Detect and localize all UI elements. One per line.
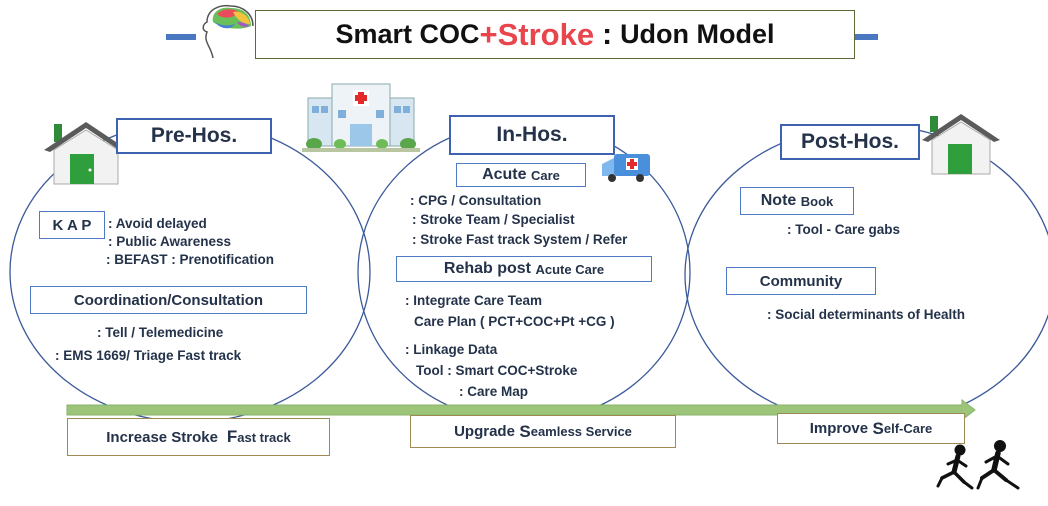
acute-care-label: Acute Care (456, 163, 586, 187)
bottom-in-small: eamless Service (530, 424, 632, 439)
acute-item-1: : CPG / Consultation (410, 193, 542, 208)
bottom-pre-big2: F (226, 427, 238, 446)
title-dash-left (166, 34, 196, 40)
bottom-post-big2: S (872, 418, 884, 438)
runners-icon (936, 440, 1020, 490)
kap-item-3: : BEFAST : Prenotification (106, 252, 275, 267)
rehab-item-2: Care Plan ( PCT+COC+Pt +CG ) (414, 314, 615, 329)
coordination-item-1: : Tell / Telemedicine (97, 325, 224, 340)
bottom-in-big2: S (519, 421, 531, 441)
bottom-post-small: elf-Care (883, 421, 933, 436)
timeline-arrow (66, 398, 976, 422)
phase-in-hos: In-Hos. (449, 115, 615, 155)
brain-head-icon (202, 4, 254, 59)
hospital-icon (302, 83, 420, 152)
acute-item-3: : Stroke Fast track System / Refer (412, 232, 628, 247)
bottom-post-big1: Improve (809, 420, 869, 437)
title-part3: Udon Model (620, 19, 775, 49)
community-label: Community (726, 267, 876, 295)
rehab-item-1: : Integrate Care Team (405, 293, 543, 308)
house-icon (922, 114, 1000, 175)
notebook-small: Book (800, 193, 834, 209)
community-item-1: : Social determinants of Health (767, 307, 966, 322)
acute-care-big: Acute (482, 166, 527, 183)
kap-label: K A P (39, 211, 105, 239)
coordination-label: Coordination/Consultation (30, 286, 307, 314)
bottom-in-big1: Upgrade (454, 423, 515, 440)
notebook-big: Note (760, 192, 797, 209)
phase-pre-hos: Pre-Hos. (116, 118, 272, 154)
rehab-item-4: Tool : Smart COC+Stroke (416, 363, 578, 378)
bottom-pre-big1: Increase Stroke (106, 428, 218, 446)
coordination-item-2: : EMS 1669/ Triage Fast track (55, 348, 242, 363)
acute-care-small: Care (530, 167, 560, 183)
notebook-label: Note Book (740, 187, 854, 215)
rehab-big: Rehab post (443, 260, 532, 277)
phase-post-hos: Post-Hos. (780, 124, 920, 160)
kap-item-2: : Public Awareness (108, 234, 232, 249)
diagram-title: Smart COC+Stroke:Udon Model (255, 10, 855, 59)
kap-item-1: : Avoid delayed (108, 216, 207, 231)
rehab-small: Acute Care (535, 261, 605, 277)
notebook-item-1: : Tool - Care gabs (787, 222, 901, 237)
rehab-item-5: : Care Map (459, 384, 529, 399)
rehab-item-3: : Linkage Data (405, 342, 498, 357)
title-colon: : (602, 17, 613, 51)
ambulance-icon (602, 154, 650, 182)
acute-item-2: : Stroke Team / Specialist (412, 212, 575, 227)
title-part2: +Stroke (479, 16, 595, 52)
bottom-pre-small: ast track (237, 429, 291, 445)
title-part1: Smart COC (335, 19, 480, 49)
rehab-label: Rehab post Acute Care (396, 256, 652, 282)
